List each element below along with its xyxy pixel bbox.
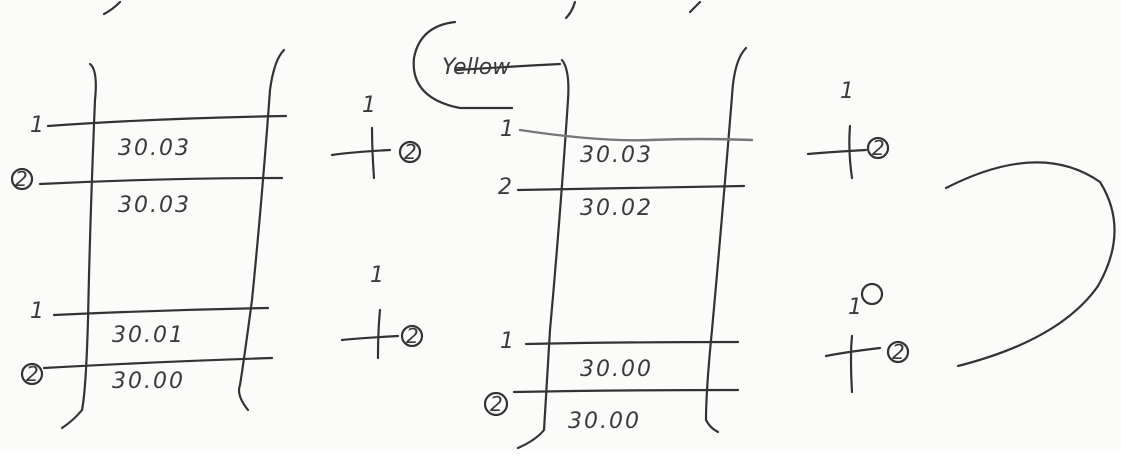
right-lower-marker-1: 1 [500, 329, 514, 354]
right-upper-cross-label-2: 2 [872, 136, 885, 160]
left-upper-cross [330, 126, 392, 180]
right-lower-line-2 [512, 388, 740, 394]
right-column: 1 2 1 2 30.03 30.02 30.00 30.00 1 2 1 2 [483, 46, 910, 450]
left-lower-cross-circle [400, 324, 424, 348]
left-column-right-bracket [237, 48, 286, 412]
left-column: 1 2 1 2 30.03 30.03 30.01 30.00 1 2 1 2 [10, 48, 424, 430]
left-upper-line-2 [38, 176, 284, 186]
connecting-arc [944, 161, 1116, 368]
right-upper-cross [806, 124, 868, 180]
right-lower-marker-2-circle [483, 391, 509, 417]
left-upper-marker-2-circle [10, 167, 34, 191]
left-lower-marker-1: 1 [30, 299, 44, 324]
right-lower-cross-label-1: 1 [848, 295, 862, 320]
left-lower-cross-label-1: 1 [370, 263, 384, 288]
right-lower-cross-label-1-circle [860, 282, 884, 306]
right-upper-cross-circle [866, 136, 890, 160]
left-upper-reading-2: 30.03 [118, 193, 191, 218]
right-upper-reading-2: 30.02 [580, 196, 653, 221]
left-column-left-bracket [60, 62, 97, 430]
left-lower-marker-2-circle [20, 362, 44, 386]
right-upper-line-1 [518, 128, 754, 142]
left-upper-reading-1: 30.03 [118, 136, 191, 161]
left-lower-line-1 [52, 306, 270, 317]
left-upper-marker-1: 1 [30, 113, 44, 138]
right-column-right-bracket [704, 46, 748, 434]
right-lower-marker-2: 2 [490, 392, 503, 416]
right-upper-marker-2: 2 [498, 175, 512, 200]
right-lower-cross-circle [886, 340, 910, 364]
yellow-annotation-underline [454, 62, 562, 72]
yellow-annotation-loop [412, 20, 514, 110]
right-lower-reading-1: 30.00 [580, 357, 653, 382]
top-edge-stroke-1 [102, 0, 122, 16]
right-upper-reading-1: 30.03 [580, 143, 653, 168]
top-edge-stroke-2 [564, 0, 577, 20]
left-upper-line-1 [46, 114, 288, 128]
yellow-annotation-label: Yellow [442, 55, 511, 80]
left-upper-cross-circle [398, 140, 422, 164]
left-upper-cross-label-1: 1 [362, 93, 376, 118]
right-column-left-bracket [516, 58, 570, 450]
left-lower-line-2 [42, 356, 274, 370]
yellow-annotation: Yellow [412, 20, 562, 110]
right-upper-cross-label-1: 1 [840, 79, 854, 104]
left-lower-cross [340, 308, 400, 360]
left-lower-marker-2: 2 [26, 362, 39, 386]
left-upper-cross-label-2: 2 [404, 140, 417, 164]
left-lower-reading-1: 30.01 [112, 323, 185, 348]
top-edge-stroke-3 [688, 0, 702, 14]
right-upper-marker-1: 1 [500, 117, 514, 142]
right-lower-line-1 [524, 340, 740, 346]
right-lower-cross [824, 334, 882, 394]
right-lower-cross-label-2: 2 [892, 340, 905, 364]
left-upper-marker-2: 2 [15, 167, 28, 191]
left-lower-reading-2: 30.00 [112, 369, 185, 394]
right-upper-line-2 [516, 184, 746, 192]
right-lower-reading-2: 30.00 [568, 409, 641, 434]
left-lower-cross-label-2: 2 [406, 324, 419, 348]
